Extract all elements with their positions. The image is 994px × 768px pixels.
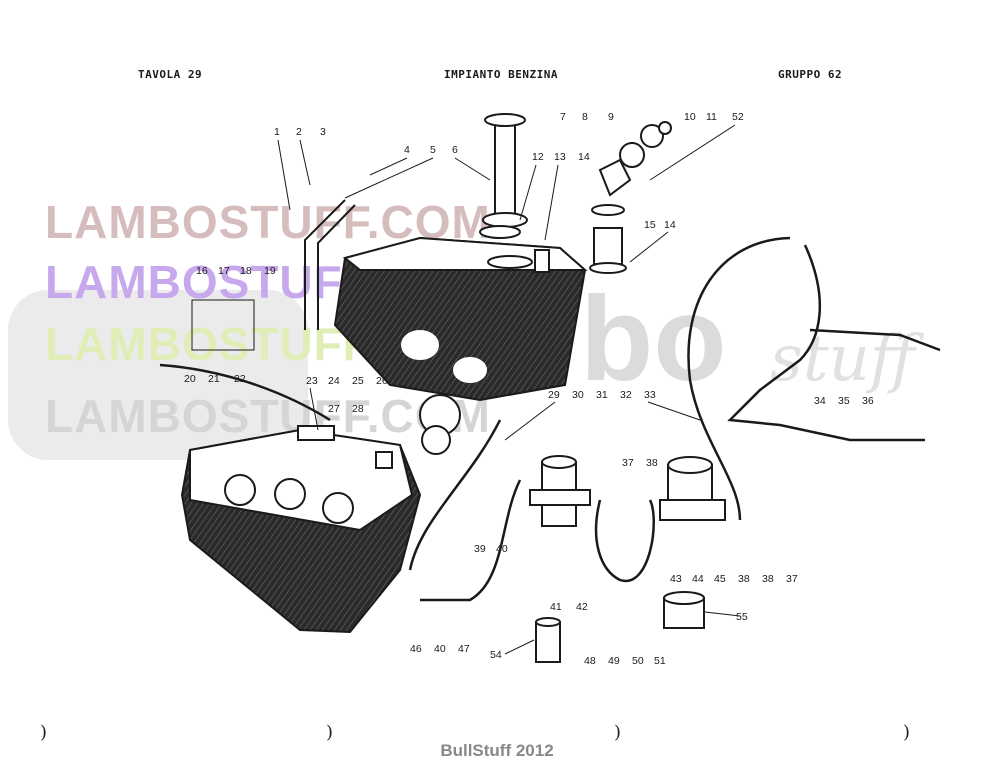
- fuel-cap-assembly: [598, 121, 672, 197]
- callout-10: 10: [684, 111, 696, 123]
- fuel-pump-right: [659, 456, 726, 521]
- callout-41: 41: [550, 601, 562, 613]
- callout-25: 25: [352, 375, 364, 387]
- callout-45: 45: [714, 573, 726, 585]
- callout-11: 11: [706, 111, 717, 123]
- callout-48: 48: [584, 655, 596, 667]
- callout-12: 12: [532, 151, 544, 163]
- callout-26: 26: [376, 375, 388, 387]
- callout-numbers: 1 2 3 4 5 6 7 8 9 10 11 52 12 13 14 15 1…: [184, 111, 874, 667]
- callout-37-lower: 37: [786, 573, 798, 585]
- watermark-line-4: LAMBOSTUFF.COM: [45, 390, 491, 442]
- callout-20: 20: [184, 373, 196, 385]
- callout-52: 52: [732, 111, 744, 123]
- callout-14-upper: 14: [578, 151, 590, 163]
- callout-24: 24: [328, 375, 340, 387]
- callout-55: 55: [736, 611, 748, 623]
- callout-37-upper: 37: [622, 457, 634, 469]
- callout-6: 6: [452, 144, 458, 156]
- callout-9: 9: [608, 111, 614, 123]
- callout-40-upper: 40: [496, 543, 508, 555]
- callout-14-lower: 14: [664, 219, 676, 231]
- callout-22: 22: [234, 373, 246, 385]
- hose-and-clamps: [589, 204, 627, 274]
- fuel-filters: [535, 591, 705, 663]
- lower-fuel-tank: [180, 425, 422, 634]
- callout-8: 8: [582, 111, 588, 123]
- callout-1: 1: [274, 126, 280, 138]
- margin-mark-3: ): [614, 722, 622, 743]
- callout-43: 43: [670, 573, 682, 585]
- callout-29: 29: [548, 389, 560, 401]
- footer-credit: BullStuff 2012: [440, 741, 554, 760]
- callout-31: 31: [596, 389, 608, 401]
- watermark-brand: bo: [580, 272, 727, 406]
- callout-51: 51: [654, 655, 666, 667]
- callout-35: 35: [838, 395, 850, 407]
- callout-5: 5: [430, 144, 436, 156]
- callout-13: 13: [554, 151, 566, 163]
- callout-42: 42: [576, 601, 588, 613]
- callout-21: 21: [208, 373, 220, 385]
- callout-16: 16: [196, 265, 208, 277]
- callout-28: 28: [352, 403, 364, 415]
- callout-49: 49: [608, 655, 620, 667]
- callout-46: 46: [410, 643, 422, 655]
- fuel-pump-left: [529, 455, 591, 527]
- callout-30: 30: [572, 389, 584, 401]
- callout-17: 17: [218, 265, 230, 277]
- callout-54: 54: [490, 649, 502, 661]
- callout-2: 2: [296, 126, 302, 138]
- callout-18: 18: [240, 265, 252, 277]
- margin-mark-2: ): [326, 722, 334, 743]
- callout-40-lower: 40: [434, 643, 446, 655]
- margin-mark-1: ): [40, 722, 48, 743]
- small-parts-box: [191, 299, 255, 351]
- callout-38-a: 38: [738, 573, 750, 585]
- upper-fuel-tank: [333, 236, 588, 402]
- margin-mark-4: ): [903, 722, 911, 743]
- callout-3: 3: [320, 126, 326, 138]
- callout-7: 7: [560, 111, 566, 123]
- callout-27: 27: [328, 403, 340, 415]
- callout-32: 32: [620, 389, 632, 401]
- callout-4: 4: [404, 144, 410, 156]
- callout-33: 33: [644, 389, 656, 401]
- callout-44: 44: [692, 573, 704, 585]
- plate-number: TAVOLA 29: [138, 68, 203, 81]
- callout-23: 23: [306, 375, 318, 387]
- callout-15: 15: [644, 219, 656, 231]
- filler-neck: [479, 113, 528, 239]
- leader-lines: [277, 124, 741, 655]
- sender-unit: [419, 394, 461, 455]
- callout-50: 50: [632, 655, 644, 667]
- vent-pipe: [304, 199, 356, 330]
- diagram-title: IMPIANTO BENZINA: [444, 68, 558, 81]
- callout-38-b: 38: [762, 573, 774, 585]
- callout-47: 47: [458, 643, 470, 655]
- callout-39: 39: [474, 543, 486, 555]
- callout-38-upper: 38: [646, 457, 658, 469]
- callout-19: 19: [264, 265, 276, 277]
- callout-36: 36: [862, 395, 874, 407]
- group-number: GRUPPO 62: [778, 68, 843, 81]
- callout-34: 34: [814, 395, 826, 407]
